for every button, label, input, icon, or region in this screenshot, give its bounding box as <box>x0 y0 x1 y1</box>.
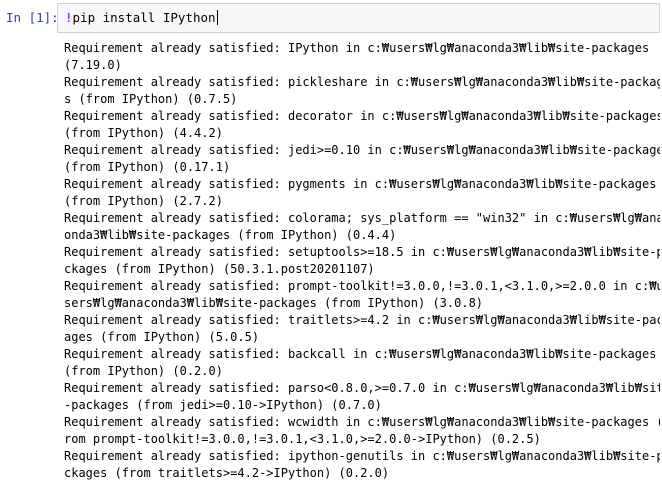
output-line: Requirement already satisfied: wcwidth i… <box>64 415 660 429</box>
output-line: onda3₩lib₩site-packages (from IPython) (… <box>64 228 397 242</box>
output-line: Requirement already satisfied: jedi>=0.1… <box>64 143 660 157</box>
output-line: (from IPython) (0.2.0) <box>64 364 223 378</box>
output-line: ckages (from traitlets>=4.2->IPython) (0… <box>64 466 390 480</box>
output-line: Requirement already satisfied: picklesha… <box>64 75 660 89</box>
output-line: Requirement already satisfied: traitlets… <box>64 313 660 327</box>
output-line: -packages (from jedi>=0.10->IPython) (0.… <box>64 398 382 412</box>
code-line[interactable]: !pip install IPython <box>65 10 218 26</box>
text-cursor <box>216 10 218 25</box>
output-line: (from IPython) (4.4.2) <box>64 126 223 140</box>
shell-command: pip install IPython <box>72 10 216 25</box>
output-line: ages (from IPython) (5.0.5) <box>64 330 260 344</box>
notebook-input-cell[interactable]: In [1]: !pip install IPython <box>0 0 662 40</box>
output-line: Requirement already satisfied: ipython-g… <box>64 449 660 463</box>
output-line: Requirement already satisfied: pygments … <box>64 177 657 191</box>
output-line: sers₩lg₩anaconda3₩lib₩site-packages (fro… <box>64 296 484 310</box>
output-line: rom prompt-toolkit!=3.0.0,!=3.0.1,<3.1.0… <box>64 432 541 446</box>
output-line: ckages (from IPython) (50.3.1.post202011… <box>64 262 375 276</box>
output-line: Requirement already satisfied: colorama;… <box>64 211 660 225</box>
input-prompt: In [1]: <box>6 10 59 25</box>
output-line: Requirement already satisfied: IPython i… <box>64 41 650 55</box>
shell-bang: ! <box>65 10 73 25</box>
output-line: (7.19.0) <box>64 58 122 72</box>
cell-output: Requirement already satisfied: IPython i… <box>64 40 660 482</box>
output-line: (from IPython) (0.17.1) <box>64 160 231 174</box>
output-line: s (from IPython) (0.7.5) <box>64 92 238 106</box>
code-editor[interactable]: !pip install IPython <box>57 3 660 33</box>
output-line: (from IPython) (2.7.2) <box>64 194 223 208</box>
output-line: Requirement already satisfied: prompt-to… <box>64 279 660 293</box>
output-line: Requirement already satisfied: backcall … <box>64 347 657 361</box>
output-line: Requirement already satisfied: decorator… <box>64 109 660 123</box>
output-line: Requirement already satisfied: parso<0.8… <box>64 381 660 395</box>
output-line: Requirement already satisfied: setuptool… <box>64 245 660 259</box>
